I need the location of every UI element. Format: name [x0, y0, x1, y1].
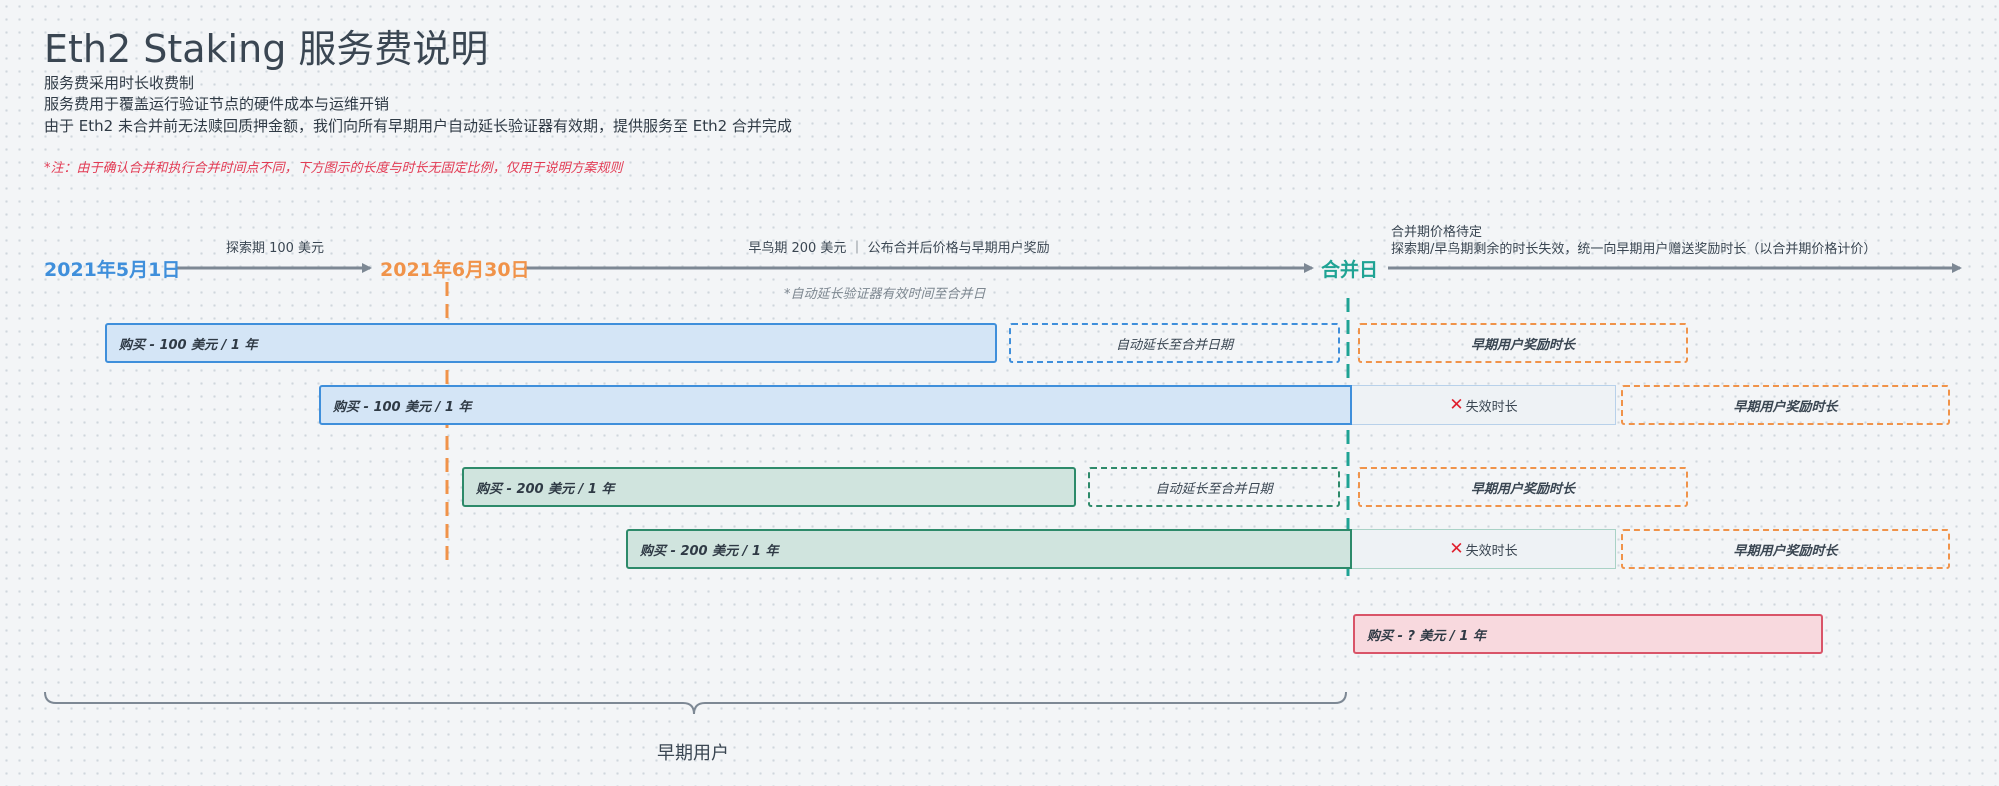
segment-merge-label-2: 探索期/早鸟期剩余的时长失效，统一向早期用户赠送奖励时长（以合并期价格计价） — [1391, 242, 1877, 257]
page-title: Eth2 Staking 服务费说明 — [44, 27, 489, 71]
x-mark-icon: ✕ — [1449, 539, 1464, 559]
early-users-label: 早期用户 — [657, 743, 729, 764]
purchase-bar-label: 购买 - ? 美元 / 1 年 — [1367, 628, 1486, 644]
segment-merge-label-1: 合并期价格待定 — [1391, 225, 1483, 240]
reward-box-row4: 早期用户奖励时长 — [1621, 529, 1950, 569]
reward-box-row2: 早期用户奖励时长 — [1621, 385, 1950, 425]
purchase-bar-label: 购买 - 200 美元 / 1 年 — [640, 543, 779, 559]
scale-note: *注：由于确认合并和执行合并时间点不同，下方图示的长度与时长无固定比例，仅用于说… — [44, 161, 623, 176]
merge-day-label: 合并日 — [1321, 259, 1379, 281]
segment-explore-label: 探索期 100 美元 — [225, 241, 325, 256]
date-start-label: 2021年5月1日 — [44, 259, 181, 281]
expired-label: 失效时长 — [1465, 543, 1518, 559]
auto-extend-box-row1: 自动延长至合并日期 — [1009, 323, 1340, 363]
purchase-bar-row5: 购买 - ? 美元 / 1 年 — [1353, 614, 1823, 654]
purchase-bar-row2: 购买 - 100 美元 / 1 年 — [319, 385, 1352, 425]
description-line-2: 服务费用于覆盖运行验证节点的硬件成本与运维开销 — [44, 95, 390, 113]
description-line-1: 服务费采用时长收费制 — [44, 74, 195, 92]
purchase-bar-row3: 购买 - 200 美元 / 1 年 — [462, 467, 1076, 507]
x-mark-icon: ✕ — [1449, 395, 1464, 415]
segment-earlybird-label: 早鸟期 200 美元 ｜ 公布合并后价格与早期用户奖励 — [748, 241, 1050, 256]
purchase-bar-row1: 购买 - 100 美元 / 1 年 — [105, 323, 997, 363]
auto-extend-note: *自动延长验证器有效时间至合并日 — [784, 287, 986, 302]
date-june-label: 2021年6月30日 — [380, 259, 530, 281]
expired-box-row4: ✕ 失效时长 — [1352, 529, 1616, 569]
reward-box-row3: 早期用户奖励时长 — [1358, 467, 1688, 507]
purchase-bar-label: 购买 - 100 美元 / 1 年 — [333, 399, 472, 415]
purchase-bar-row4: 购买 - 200 美元 / 1 年 — [626, 529, 1352, 569]
purchase-bar-label: 购买 - 100 美元 / 1 年 — [119, 337, 258, 353]
description-line-3: 由于 Eth2 未合并前无法赎回质押金额，我们向所有早期用户自动延长验证器有效期… — [44, 117, 792, 135]
reward-box-row1: 早期用户奖励时长 — [1358, 323, 1688, 363]
auto-extend-box-row3: 自动延长至合并日期 — [1088, 467, 1340, 507]
expired-label: 失效时长 — [1465, 399, 1518, 415]
expired-box-row2: ✕ 失效时长 — [1352, 385, 1616, 425]
early-users-brace — [44, 691, 1347, 715]
purchase-bar-label: 购买 - 200 美元 / 1 年 — [476, 481, 615, 497]
